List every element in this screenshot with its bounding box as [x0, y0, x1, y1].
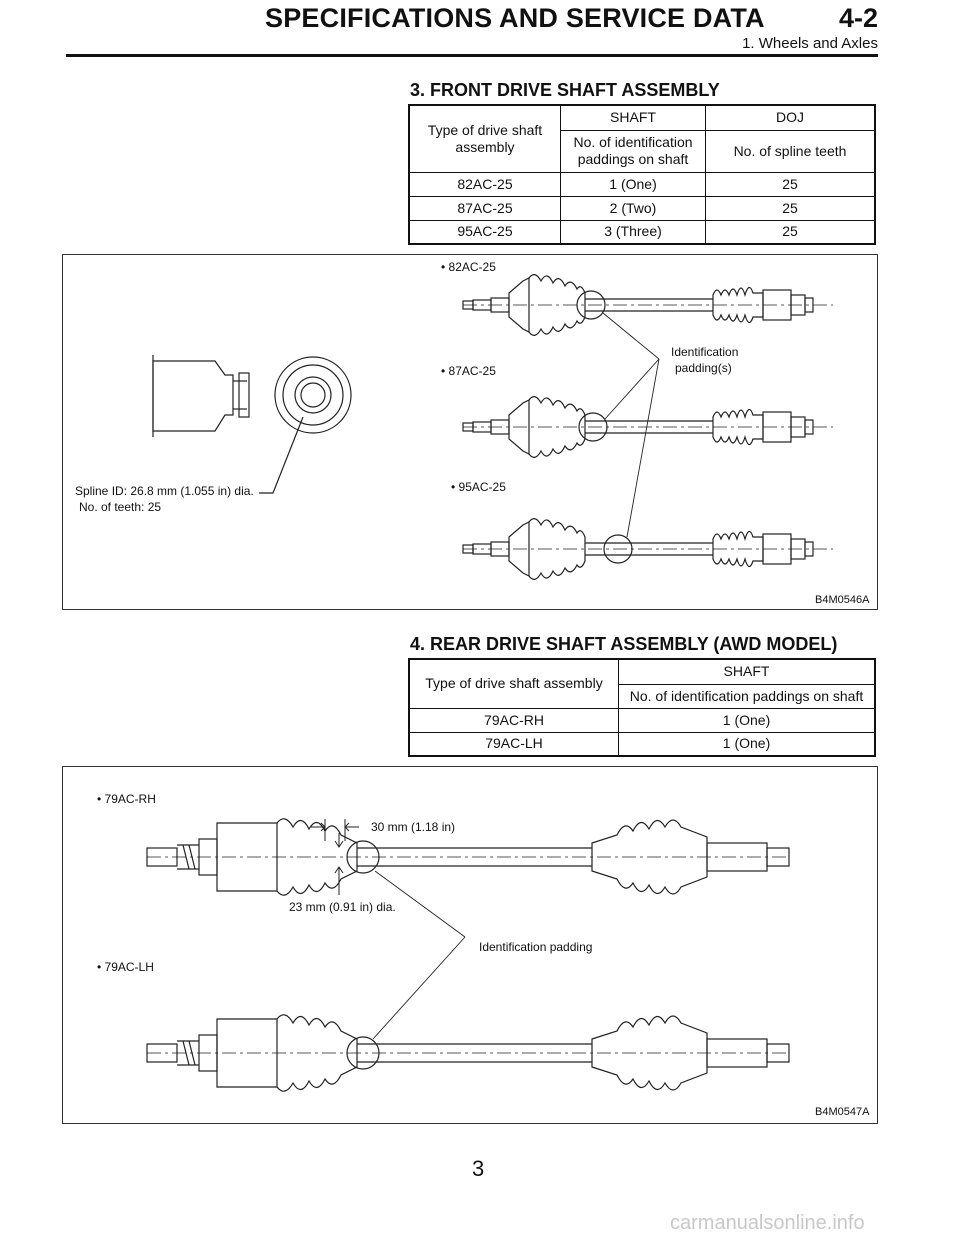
padding-marker	[576, 290, 606, 320]
table-cell: 1 (One)	[618, 707, 876, 733]
identification-padding-label-2: padding(s)	[675, 361, 732, 375]
table-cell: 79AC-RH	[408, 707, 619, 733]
shaft-87ac-25	[462, 396, 834, 458]
table-cell: 25	[705, 219, 876, 245]
rear-drive-shaft-figure: • 79AC-RH • 79AC-LH 30 mm (1.18 in) 23 m…	[62, 766, 878, 1124]
watermark-footer: carmanualsonline.info	[670, 1212, 865, 1234]
label-82ac-25: • 82AC-25	[441, 260, 496, 274]
table-cell: 2 (Two)	[560, 195, 706, 221]
table-cell: 25	[705, 195, 876, 221]
paddings-header: No. of identification paddings on shaft	[560, 129, 706, 173]
front-spec-table: Type of drive shaft assembly SHAFT DOJ N…	[408, 104, 876, 245]
teeth-header: No. of spline teeth	[705, 129, 876, 173]
shaft-82ac-25	[462, 274, 834, 336]
outer-joint-drawing	[152, 355, 352, 494]
figure-code: B4M0546A	[815, 594, 870, 606]
table-cell: 25	[705, 171, 876, 197]
identification-padding-label: Identification padding	[479, 940, 592, 954]
rear-section-title: 4. REAR DRIVE SHAFT ASSEMBLY (AWD MODEL)	[410, 634, 838, 654]
table-cell: 1 (One)	[618, 731, 876, 757]
padding-marker	[578, 412, 608, 442]
shaft-header: SHAFT	[618, 658, 876, 685]
running-header-title: SPECIFICATIONS AND SERVICE DATA	[265, 3, 765, 33]
type-header: Type of drive shaft assembly	[408, 104, 561, 173]
padding-marker	[603, 534, 633, 564]
label-87ac-25: • 87AC-25	[441, 364, 496, 378]
table-cell: 3 (Three)	[560, 219, 706, 245]
rear-spec-table: Type of drive shaft assembly SHAFT No. o…	[408, 658, 876, 757]
table-cell: 95AC-25	[408, 219, 561, 245]
label-79ac-lh: • 79AC-LH	[97, 960, 154, 974]
padding-marker	[346, 1036, 380, 1070]
dimension-30mm-label: 30 mm (1.18 in)	[371, 820, 455, 834]
shaft-header: SHAFT	[560, 104, 706, 131]
teeth-count-label: No. of teeth: 25	[79, 500, 161, 514]
running-header-subtitle: 1. Wheels and Axles	[742, 35, 878, 52]
table-cell: 82AC-25	[408, 171, 561, 197]
type-header: Type of drive shaft assembly	[408, 658, 619, 709]
shaft-79ac-rh	[146, 818, 790, 896]
label-79ac-rh: • 79AC-RH	[97, 792, 156, 806]
paddings-header: No. of identification paddings on shaft	[618, 683, 876, 709]
padding-marker	[346, 840, 380, 874]
dimension-23mm-label: 23 mm (0.91 in) dia.	[289, 900, 396, 914]
table-cell: 1 (One)	[560, 171, 706, 197]
header-rule	[66, 54, 878, 57]
front-drive-shaft-figure: • 82AC-25 • 87AC-25 • 95AC-25 Identifica…	[62, 254, 878, 610]
figure-code: B4M0547A	[815, 1106, 870, 1118]
label-95ac-25: • 95AC-25	[451, 480, 506, 494]
identification-padding-label: Identification	[671, 345, 738, 359]
doj-header: DOJ	[705, 104, 876, 131]
front-section-title: 3. FRONT DRIVE SHAFT ASSEMBLY	[410, 80, 720, 100]
table-cell: 87AC-25	[408, 195, 561, 221]
section-number: 4-2	[838, 3, 878, 33]
table-cell: 79AC-LH	[408, 731, 619, 757]
page-number: 3	[472, 1156, 485, 1181]
shaft-95ac-25	[462, 518, 834, 580]
spline-id-label: Spline ID: 26.8 mm (1.055 in) dia.	[75, 484, 254, 498]
shaft-79ac-lh	[146, 1014, 790, 1092]
